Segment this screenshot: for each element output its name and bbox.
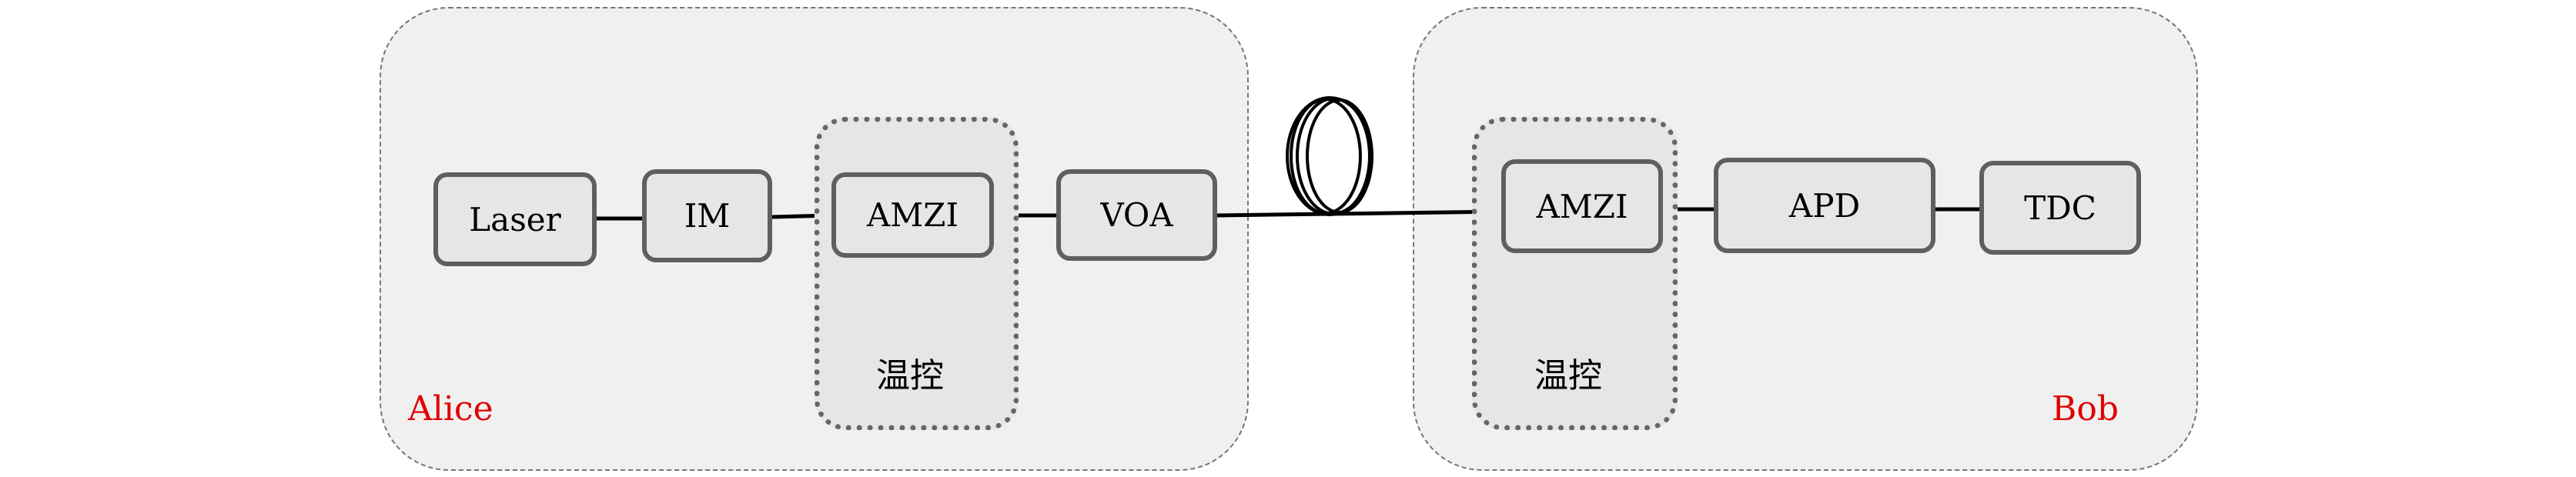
alice-im: IM <box>642 169 772 262</box>
alice-laser: Laser <box>433 172 597 266</box>
alice-label: Alice <box>408 389 493 429</box>
bob-tc-label: 温控 <box>1534 356 1602 395</box>
bob-label: Bob <box>2052 389 2119 429</box>
alice-amzi: AMZI <box>831 172 994 258</box>
alice-tc-label: 温控 <box>876 356 944 395</box>
alice-temperature-control <box>815 117 1019 430</box>
bob-apd: APD <box>1714 158 1935 253</box>
bob-tdc: TDC <box>1979 161 2141 255</box>
bob-amzi: AMZI <box>1501 159 1663 253</box>
line-fiber <box>1216 209 1502 218</box>
fiber-spool-icon <box>1286 96 1373 216</box>
alice-voa: VOA <box>1056 169 1217 261</box>
